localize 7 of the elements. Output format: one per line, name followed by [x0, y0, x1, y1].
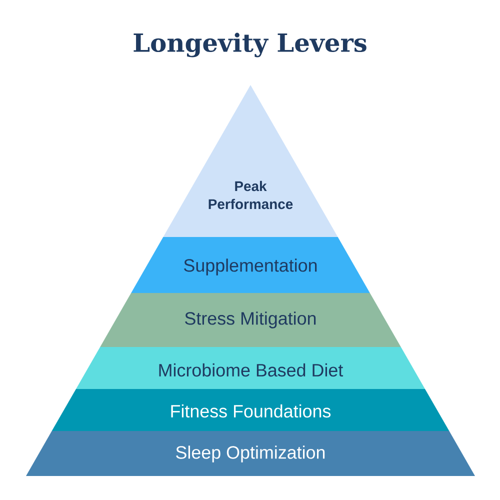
pyramid-layer: Sleep Optimization	[26, 431, 475, 476]
title: Longevity Levers	[134, 32, 366, 58]
pyramid-layer: Peak Performance	[163, 85, 338, 237]
pyramid-layer: Stress Mitigation	[100, 293, 401, 347]
pyramid-layer: Fitness Foundations	[52, 389, 450, 431]
pyramid-layer: Supplementation	[131, 237, 370, 293]
pyramid-layer: Microbiome Based Diet	[76, 347, 425, 389]
